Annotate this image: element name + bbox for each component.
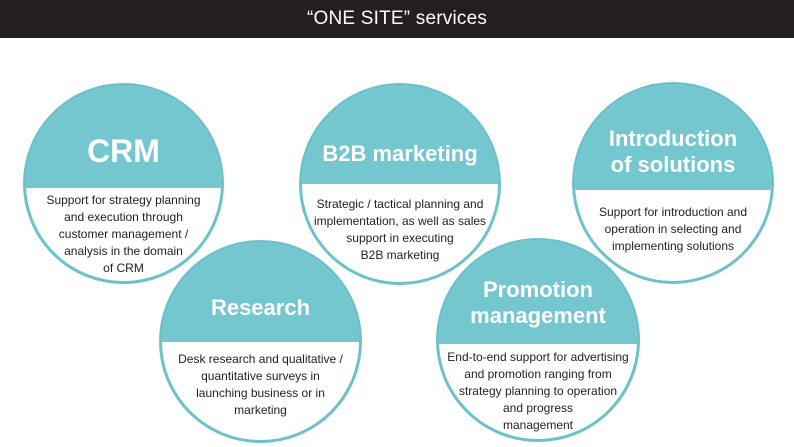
- service-title-b2b-marketing: B2B marketing: [302, 86, 498, 184]
- service-circle-research: Research Desk research and qualitative /…: [159, 240, 362, 443]
- service-title-introduction-of-solutions: Introduction of solutions: [575, 85, 771, 190]
- service-description-b2b-marketing: Strategic / tactical planning and implem…: [313, 197, 487, 262]
- page-title: “ONE SITE” services: [0, 0, 794, 38]
- service-circle-b2b-marketing: B2B marketing Strategic / tactical plann…: [299, 83, 501, 285]
- service-title-promotion-management: Promotion management: [439, 241, 637, 344]
- service-description-promotion-management: End-to-end support for advertising and p…: [447, 350, 629, 432]
- service-title-research: Research: [162, 243, 359, 342]
- service-circle-introduction-of-solutions: Introduction of solutions Support for in…: [572, 82, 774, 284]
- service-circle-crm: CRM Support for strategy planning and ex…: [23, 83, 224, 284]
- service-circle-promotion-management: Promotion management End-to-end support …: [436, 238, 640, 442]
- service-description-research: Desk research and qualitative / quantita…: [178, 352, 343, 417]
- service-title-crm: CRM: [26, 86, 221, 188]
